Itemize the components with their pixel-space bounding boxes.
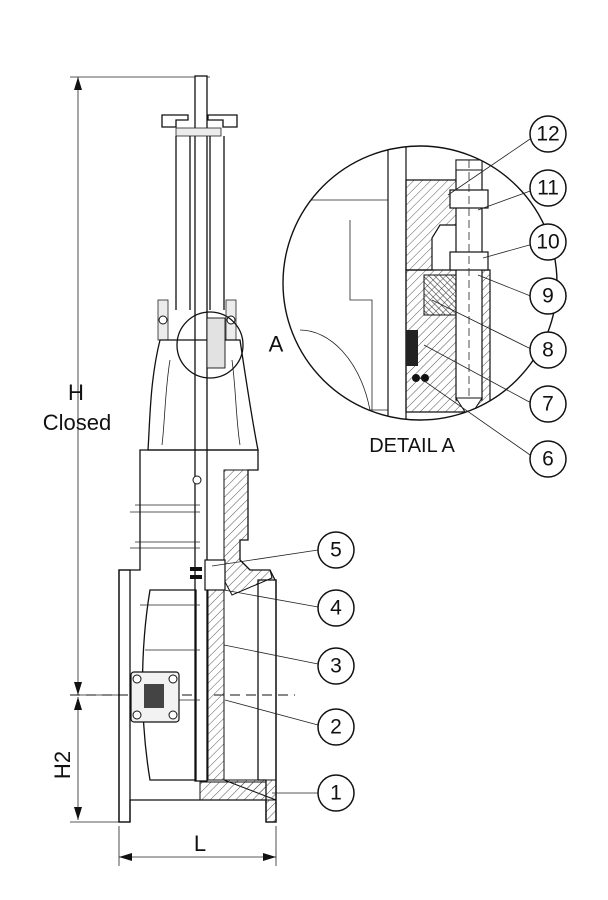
height-label: H (68, 380, 84, 405)
callout-11: 11 (529, 169, 567, 207)
top-cap (161, 114, 238, 128)
svg-text:11: 11 (537, 177, 559, 200)
svg-text:3: 3 (330, 655, 342, 678)
callout-6: 6 (529, 440, 567, 478)
callout-9: 9 (529, 277, 567, 315)
svg-text:1: 1 (330, 782, 342, 805)
stem (194, 75, 208, 782)
callout-1: 1 (317, 774, 355, 812)
svg-text:7: 7 (542, 393, 554, 416)
svg-text:10: 10 (536, 231, 559, 254)
callout-12: 12 (529, 115, 567, 153)
svg-text:12: 12 (536, 123, 559, 146)
leader-lines (211, 136, 534, 794)
svg-text:4: 4 (330, 597, 342, 620)
svg-text:2: 2 (330, 716, 342, 739)
valve-main-view (118, 75, 277, 823)
detail-a-title: DETAIL A (369, 435, 455, 457)
svg-text:6: 6 (542, 448, 554, 471)
length-label: L (194, 831, 206, 856)
callout-5: 5 (317, 531, 355, 569)
callout-3: 3 (317, 647, 355, 685)
callout-8: 8 (529, 331, 567, 369)
svg-text:9: 9 (542, 285, 554, 308)
svg-text:5: 5 (330, 539, 342, 562)
svg-text:8: 8 (542, 339, 554, 362)
callout-4: 4 (317, 589, 355, 627)
detail-a-marker-label: A (269, 332, 284, 357)
detail-a-marker-circle (176, 311, 244, 379)
length-dimension (118, 826, 277, 866)
closed-label: Closed (43, 410, 111, 435)
h2-label: H2 (50, 751, 75, 779)
detail-a-view (282, 145, 558, 421)
h2-dimension (70, 697, 120, 823)
callout-10: 10 (529, 223, 567, 261)
callout-7: 7 (529, 385, 567, 423)
height-dimension (70, 76, 210, 696)
callout-2: 2 (317, 708, 355, 746)
